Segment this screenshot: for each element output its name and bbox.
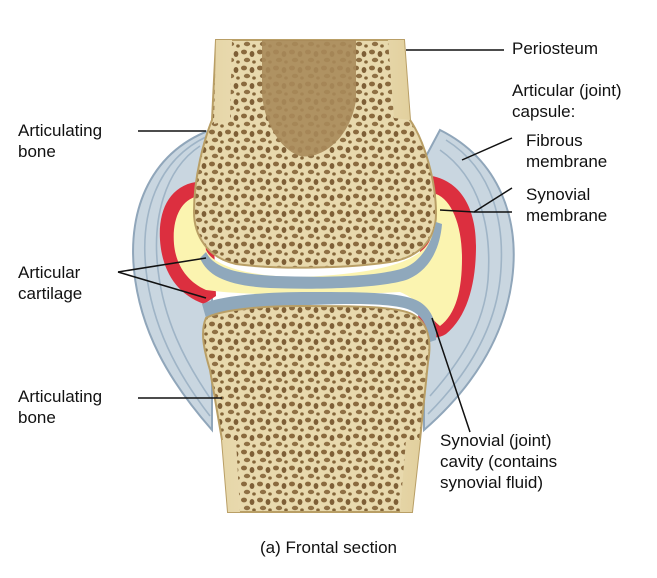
figure-caption: (a) Frontal section: [0, 538, 657, 558]
label-articulating-bone-upper: Articulating bone: [18, 120, 102, 162]
label-articulating-bone-lower: Articulating bone: [18, 386, 102, 428]
label-periosteum: Periosteum: [512, 38, 598, 59]
label-fibrous-membrane: Fibrous membrane: [526, 130, 607, 172]
label-synovial-cavity: Synovial (joint) cavity (contains synovi…: [440, 430, 557, 493]
label-synovial-membrane: Synovial membrane: [526, 184, 607, 226]
label-articular-cartilage: Articular cartilage: [18, 262, 82, 304]
label-articular-capsule: Articular (joint) capsule:: [512, 80, 622, 122]
